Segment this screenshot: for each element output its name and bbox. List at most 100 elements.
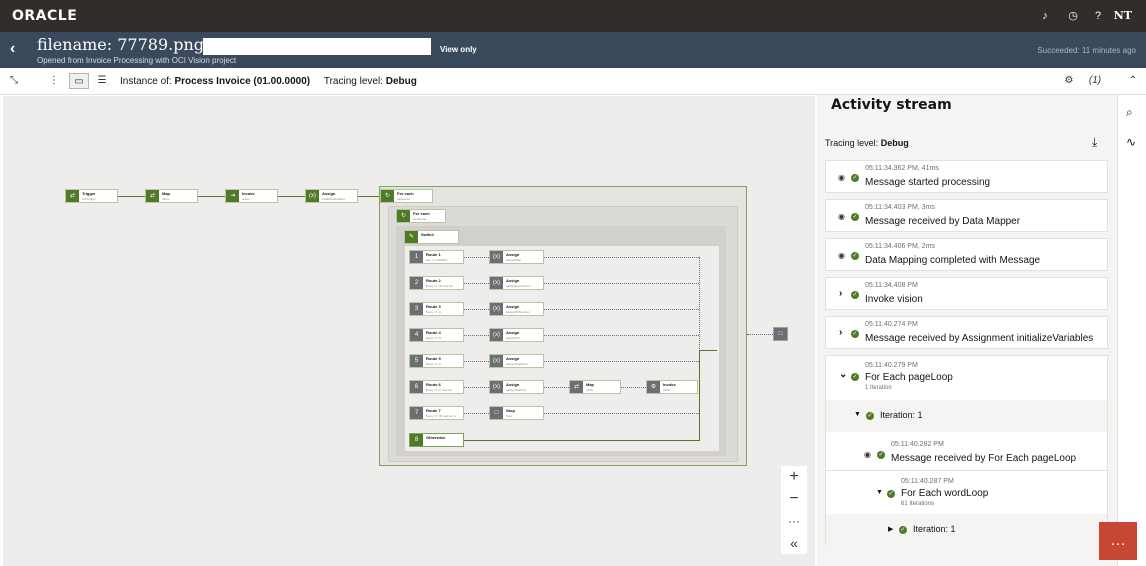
entry-time: 05:11:40.279 PM [865,362,918,369]
status-text: Succeeded: 11 minutes ago [1037,46,1136,55]
entry-sub: 1 Iteration [865,385,892,391]
entry-text: Invoke vision [865,294,923,305]
node-label: Assign [506,278,520,283]
map-node[interactable]: ⇄ Map vision [145,189,198,203]
activity-icon[interactable]: ∿ [1126,135,1137,149]
vertical-layout-icon[interactable]: ⋮ [49,75,59,86]
horizontal-layout-icon[interactable]: ▭ [69,73,89,89]
node-label: Route 6 [426,382,441,387]
route-number: 4 [410,329,423,341]
node-sub: vision [162,197,170,201]
node-sub: initializeVariables [322,197,345,201]
flow-canvas[interactable]: ⇄ Trigger cellTrigger ⇄ Map vision ⇥ Inv… [3,96,815,566]
chevron-up-icon[interactable]: ⌃ [1128,75,1138,86]
activity-entry[interactable]: ◉ ✓ 05:11:40.282 PM Message received by … [826,435,1107,471]
tracing-prefix: Tracing level: [825,138,879,148]
caret-down-icon[interactable]: ▼ [854,411,861,418]
help-icon[interactable]: ? [1094,10,1102,22]
chevron-down-icon[interactable]: ⌄ [839,369,848,380]
entry-text: Message received by Assignment initializ… [865,333,1094,344]
foreach-word-node[interactable]: ↻ For each wordLoop [396,209,446,223]
activity-entry[interactable]: › ✓ 05:11:34.408 PM Invoke vision [825,277,1108,310]
activity-entry[interactable]: ◉ ✓ 05:11:34.406 PM, 2ms Data Mapping co… [825,238,1108,271]
iteration-row[interactable]: ▶ ✓ Iteration: 1 [826,514,1107,546]
collapse-icon[interactable]: ⤡ [10,75,18,86]
assign-icon: (x) [490,329,503,341]
chevron-right-icon[interactable]: › [839,327,843,338]
chevron-left-icon[interactable]: ‹ [10,40,16,57]
assign-icon: (x) [490,303,503,315]
iteration-row[interactable]: ▼ ✓ Iteration: 1 [826,400,1107,432]
invoke-node[interactable]: ⇥ Invoke vision [225,189,278,203]
activity-entry-expanded[interactable]: ⌄ ✓ 05:11:40.279 PM For Each pageLoop 1 … [825,355,1108,546]
entry-time: 05:11:40.287 PM [901,478,954,485]
right-sidebar: ⌕ ∿ [1117,95,1146,566]
page-title: filename: 77789.png | [37,35,215,54]
check-icon: ✓ [851,373,859,381]
node-label: For each [397,191,414,196]
check-icon: ✓ [866,412,874,420]
zoom-out-button[interactable]: − [781,488,807,510]
eye-icon[interactable]: ◉ [838,212,845,221]
tracing-prefix: Tracing level: [323,76,383,87]
node-sub: toFile [586,388,594,392]
foreach-page-node[interactable]: ↻ For each pageLoop [380,189,433,203]
node-label: Assign [506,382,520,387]
caret-down-icon[interactable]: ▼ [876,489,883,496]
tracing-value: Debug [385,76,417,87]
chat-button[interactable]: … [1099,522,1137,560]
check-icon: ✓ [851,330,859,338]
eye-icon[interactable]: ◉ [864,450,871,459]
eye-icon[interactable]: ◉ [838,251,845,260]
activity-entry[interactable]: ◉ ✓ 05:11:34.362 PM, 41ms Message starte… [825,160,1108,193]
entry-text: Data Mapping completed with Message [865,255,1041,266]
count-badge[interactable]: (1) [1088,75,1102,86]
end-node[interactable]: □ [773,327,788,341]
trigger-node[interactable]: ⇄ Trigger cellTrigger [65,189,118,203]
more-options-button[interactable]: ··· [781,510,807,532]
activity-entry[interactable]: › ✓ 05:11:40.274 PM Message received by … [825,316,1108,349]
caret-right-icon[interactable]: ▶ [888,526,894,533]
node-sub: $.key == 'A' [426,310,442,314]
entry-time: 05:11:40.282 PM [891,441,944,448]
activity-entry-expanded[interactable]: ▼ ✓ 05:11:40.287 PM For Each wordLoop 61… [826,472,1107,512]
route-number: 7 [410,407,423,419]
brand-logo: ORACLE [12,8,78,24]
zoom-in-button[interactable]: + [781,466,807,488]
bell-icon[interactable]: ♪ [1042,10,1048,22]
assign-node[interactable]: (x) Assign initializeVariables [305,189,358,203]
assign-icon: (x) [490,277,503,289]
switch-node[interactable]: ✎ Switch [404,230,459,244]
check-icon: ✓ [899,526,907,534]
download-icon[interactable]: ⤓ [1092,135,1098,149]
list-view-icon[interactable]: ☰ [97,75,107,86]
activity-entry[interactable]: ◉ ✓ 05:11:34.403 PM, 3ms Message receive… [825,199,1108,232]
clock-icon[interactable]: ◷ [1068,10,1078,22]
collapse-panel-button[interactable]: « [781,532,807,554]
user-avatar[interactable]: NT [1113,9,1132,22]
check-icon: ✓ [887,490,895,498]
gear-icon[interactable]: ⚙ [1064,75,1074,86]
search-icon[interactable]: ⌕ [1126,105,1133,119]
chevron-right-icon[interactable]: › [839,288,843,299]
eye-icon[interactable]: ◉ [838,173,845,182]
assign-icon: (x) [490,251,503,263]
node-sub: $.key == 'ID' and len a [426,414,456,418]
